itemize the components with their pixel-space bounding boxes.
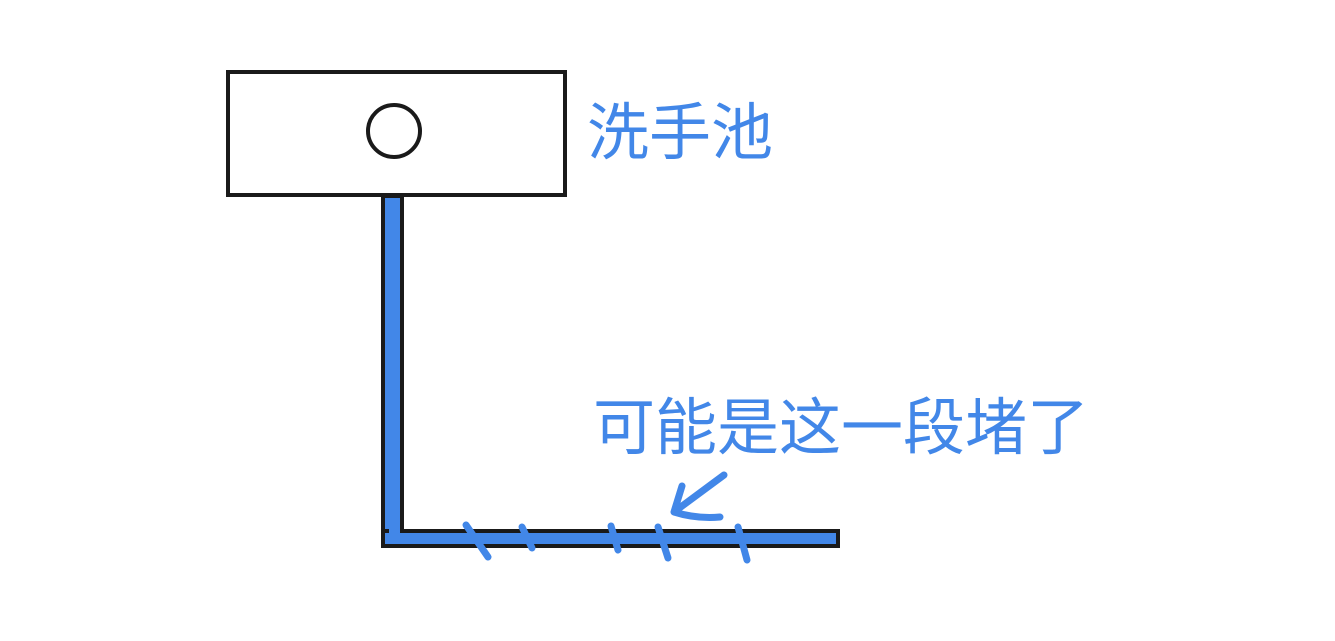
pointer-arrow — [670, 471, 728, 521]
blockage-note: 可能是这一段堵了 — [593, 391, 1089, 464]
vertical-pipe — [381, 194, 404, 548]
blockage-marks — [462, 521, 751, 564]
blockage-mark — [654, 523, 672, 562]
blockage-mark — [462, 521, 492, 561]
drain-hole — [366, 103, 422, 159]
sink-label: 洗手池 — [587, 96, 773, 169]
blockage-mark — [607, 522, 622, 554]
pipe-joint — [389, 527, 400, 540]
blockage-mark — [518, 523, 536, 552]
blockage-mark — [734, 523, 751, 564]
